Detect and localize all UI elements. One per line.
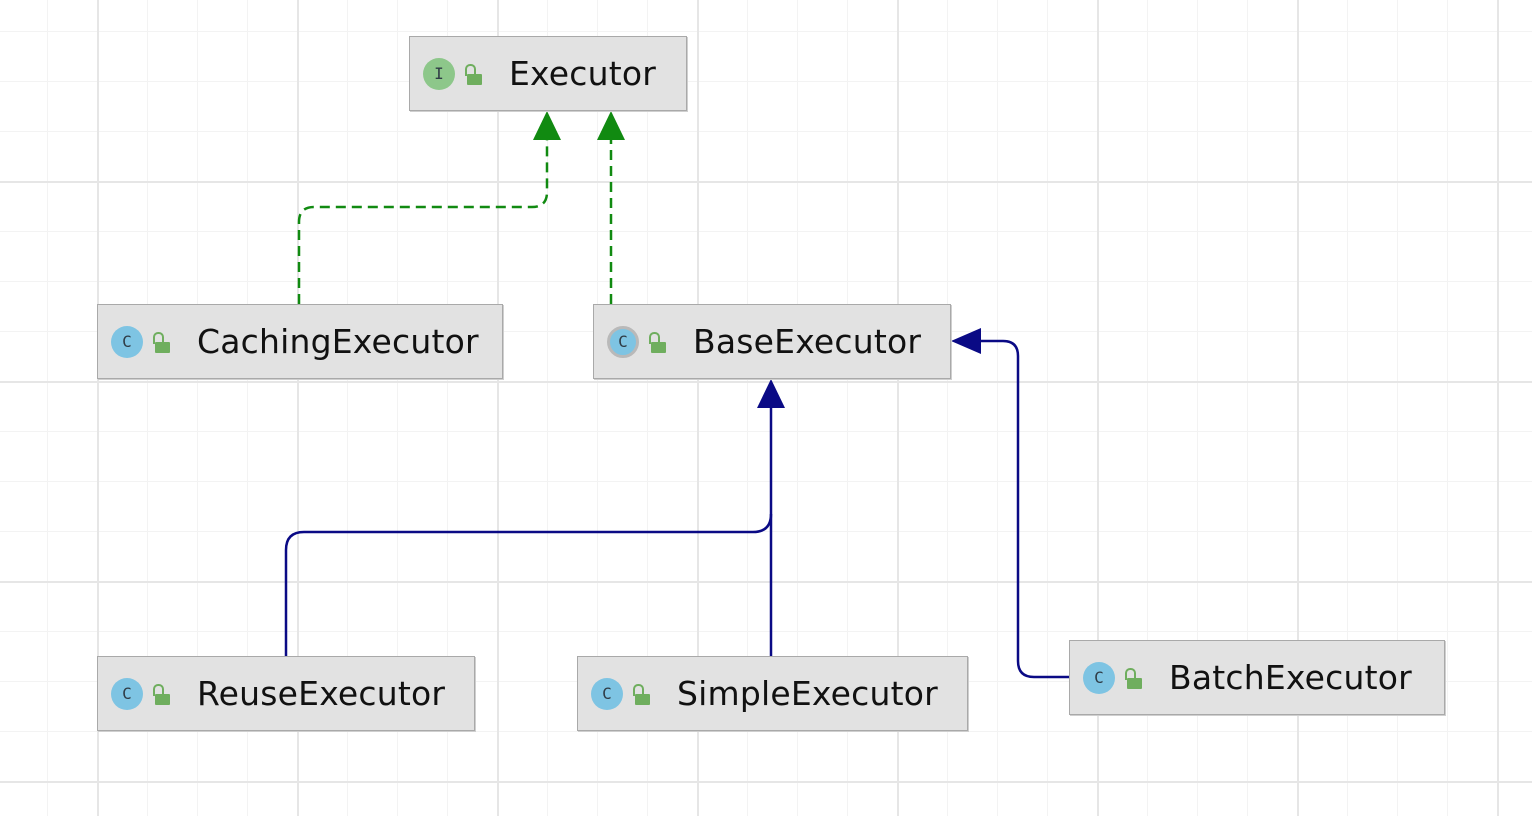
edge-reuse-extends-base [284,513,773,656]
class-icon: C [591,677,623,710]
unlocked-icon [1125,667,1143,689]
batch-executor-node[interactable]: C BatchExecutor [1069,640,1445,715]
executor-label: Executor [509,54,657,93]
edge-caching-implements-executor [297,138,549,304]
executor-node[interactable]: I Executor [409,36,687,111]
unlocked-icon [465,63,483,85]
caching-executor-node[interactable]: C CachingExecutor [97,304,503,379]
unlocked-icon [153,331,171,353]
arrowhead-base-bottom [757,379,785,408]
class-icon: C [1083,661,1115,694]
reuse-executor-label: ReuseExecutor [197,674,446,713]
arrowhead-base-executor [597,111,625,140]
arrowhead-caching-executor [533,111,561,140]
interface-icon: I [423,57,455,90]
reuse-executor-node[interactable]: C ReuseExecutor [97,656,475,731]
batch-executor-label: BatchExecutor [1169,658,1412,697]
caching-executor-label: CachingExecutor [197,322,479,361]
arrowhead-base-right [951,328,981,354]
base-executor-label: BaseExecutor [693,322,922,361]
simple-executor-node[interactable]: C SimpleExecutor [577,656,968,731]
class-icon: C [111,325,143,358]
unlocked-icon [633,683,651,705]
unlocked-icon [649,331,667,353]
abstract-class-icon: C [607,325,639,358]
class-icon: C [111,677,143,710]
base-executor-node[interactable]: C BaseExecutor [593,304,951,379]
unlocked-icon [153,683,171,705]
simple-executor-label: SimpleExecutor [677,674,938,713]
edge-batch-extends-base [979,339,1070,679]
